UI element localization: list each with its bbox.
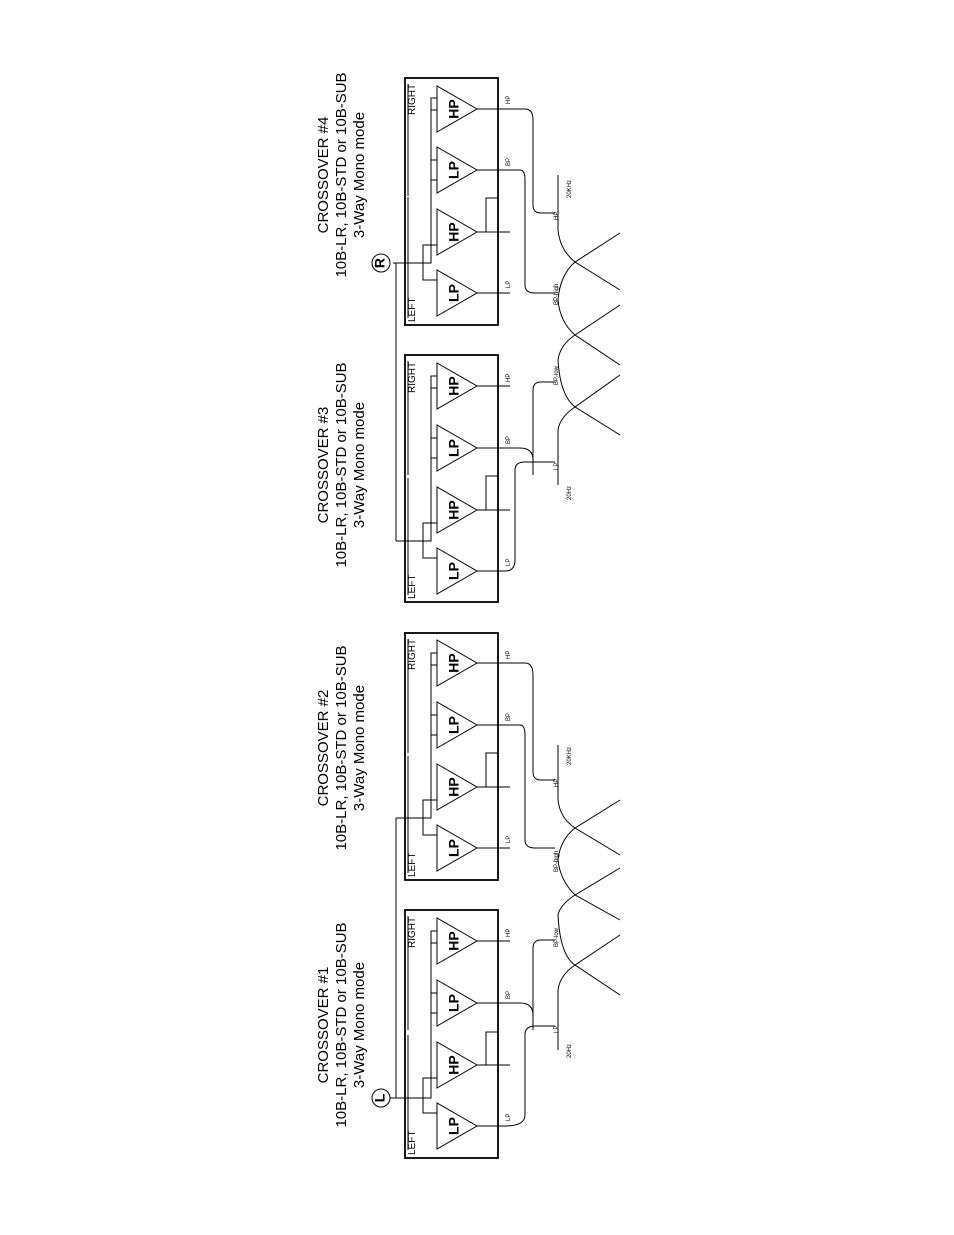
output-label: BP	[506, 436, 512, 444]
response-curve	[557, 229, 621, 263]
lowpass-amp-triangle	[436, 979, 479, 1027]
lowpass-amp-triangle	[436, 269, 479, 317]
amp-label-lp: LP	[446, 562, 462, 580]
amp-label-lp: LP	[446, 439, 462, 457]
frequency-label: 20KHz	[567, 180, 573, 198]
response-curve	[557, 261, 621, 301]
output-label: HP	[506, 96, 512, 104]
output-label: LP	[506, 836, 512, 843]
amp-label-lp: LP	[446, 716, 462, 734]
amp-label-lp: LP	[446, 284, 462, 302]
left-section-label: LEFT	[407, 298, 418, 322]
highpass-amp-triangle	[436, 362, 479, 410]
lowpass-amp-triangle	[436, 146, 479, 194]
amp-label-lp: LP	[446, 994, 462, 1012]
response-curve	[557, 827, 621, 861]
highpass-amp-triangle	[436, 917, 479, 965]
response-curve	[557, 914, 621, 966]
highpass-amp-triangle	[436, 208, 479, 256]
right-section-label: RIGHT	[407, 84, 418, 115]
crossover-title: CROSSOVER #2	[315, 690, 332, 807]
response-curve	[557, 334, 621, 366]
lowpass-amp-triangle	[436, 547, 479, 595]
response-curve	[557, 964, 621, 996]
frequency-label: 20KHz	[567, 747, 573, 765]
band-label: HP	[554, 779, 560, 787]
output-label: LP	[506, 559, 512, 566]
crossover-3: CROSSOVER #3 10B-LR, 10B-STD or 10B-SUB …	[315, 263, 621, 603]
highpass-amp-triangle	[436, 763, 479, 811]
response-curve	[557, 894, 621, 921]
lowpass-amp-triangle	[436, 424, 479, 472]
amp-label-hp: HP	[446, 376, 462, 395]
crossover-title: CROSSOVER #3	[315, 407, 332, 524]
output-label: HP	[506, 651, 512, 659]
response-curve	[557, 359, 621, 408]
amp-label-lp: LP	[446, 161, 462, 179]
left-section-label: LEFT	[407, 853, 418, 877]
response-curve	[557, 859, 621, 896]
output-label: BP	[506, 713, 512, 721]
input-connector	[371, 1088, 391, 1108]
left-section-label: LEFT	[407, 575, 418, 599]
crossover-1: CROSSOVER #1 10B-LR, 10B-STD or 10B-SUB …	[315, 909, 621, 1159]
crossover-models: 10B-LR, 10B-STD or 10B-SUB	[333, 922, 350, 1127]
right-section-label: RIGHT	[407, 917, 418, 948]
crossover-mode: 3-Way Mono mode	[351, 112, 368, 238]
band-label: HP	[554, 212, 560, 220]
crossover-mode: 3-Way Mono mode	[351, 685, 368, 811]
input-label: R	[372, 258, 388, 268]
band-label: BP-high	[554, 851, 560, 872]
lowpass-amp-triangle	[436, 1102, 479, 1150]
output-label: HP	[506, 374, 512, 382]
input-connector	[371, 253, 391, 273]
highpass-amp-triangle	[436, 85, 479, 133]
frequency-label: 20Hz	[567, 1044, 573, 1058]
lowpass-amp-triangle	[436, 701, 479, 749]
amp-label-hp: HP	[446, 222, 462, 241]
response-curve	[557, 799, 621, 829]
output-label: LP	[506, 1114, 512, 1121]
crossover-mode: 3-Way Mono mode	[351, 402, 368, 528]
band-label: LP	[554, 1026, 560, 1033]
crossover-models: 10B-LR, 10B-STD or 10B-SUB	[333, 362, 350, 567]
right-section-label: RIGHT	[407, 639, 418, 670]
highpass-amp-triangle	[436, 1041, 479, 1089]
amp-label-hp: HP	[446, 931, 462, 950]
amp-label-lp: LP	[446, 1117, 462, 1135]
amp-label-hp: HP	[446, 1055, 462, 1074]
highpass-amp-triangle	[436, 486, 479, 534]
response-curve	[557, 406, 621, 436]
right-section-label: RIGHT	[407, 362, 418, 393]
amp-label-hp: HP	[446, 777, 462, 796]
output-label: LP	[506, 281, 512, 288]
crossover-4: CROSSOVER #4 10B-LR, 10B-STD or 10B-SUB …	[315, 72, 621, 366]
crossover-2: CROSSOVER #2 10B-LR, 10B-STD or 10B-SUB …	[315, 632, 621, 1098]
response-curve	[557, 299, 621, 336]
crossover-title: CROSSOVER #4	[315, 117, 332, 234]
crossover-mode: 3-Way Mono mode	[351, 962, 368, 1088]
lowpass-amp-triangle	[436, 824, 479, 872]
crossover-title: CROSSOVER #1	[315, 967, 332, 1084]
amp-label-lp: LP	[446, 839, 462, 857]
band-label: LP	[554, 463, 560, 470]
output-label: BP	[506, 991, 512, 999]
highpass-amp-triangle	[436, 639, 479, 687]
output-label: BP	[506, 158, 512, 166]
amp-label-hp: HP	[446, 653, 462, 672]
band-label: BP-high	[554, 284, 560, 305]
amp-label-hp: HP	[446, 99, 462, 118]
output-label: HP	[506, 929, 512, 937]
crossover-models: 10B-LR, 10B-STD or 10B-SUB	[333, 645, 350, 850]
crossover-models: 10B-LR, 10B-STD or 10B-SUB	[333, 72, 350, 277]
band-label: BP-low	[554, 365, 560, 385]
input-label: L	[372, 1093, 388, 1102]
frequency-label: 20Hz	[567, 486, 573, 500]
amp-label-hp: HP	[446, 500, 462, 519]
band-label: BP-low	[554, 927, 560, 947]
left-section-label: LEFT	[407, 1131, 418, 1155]
